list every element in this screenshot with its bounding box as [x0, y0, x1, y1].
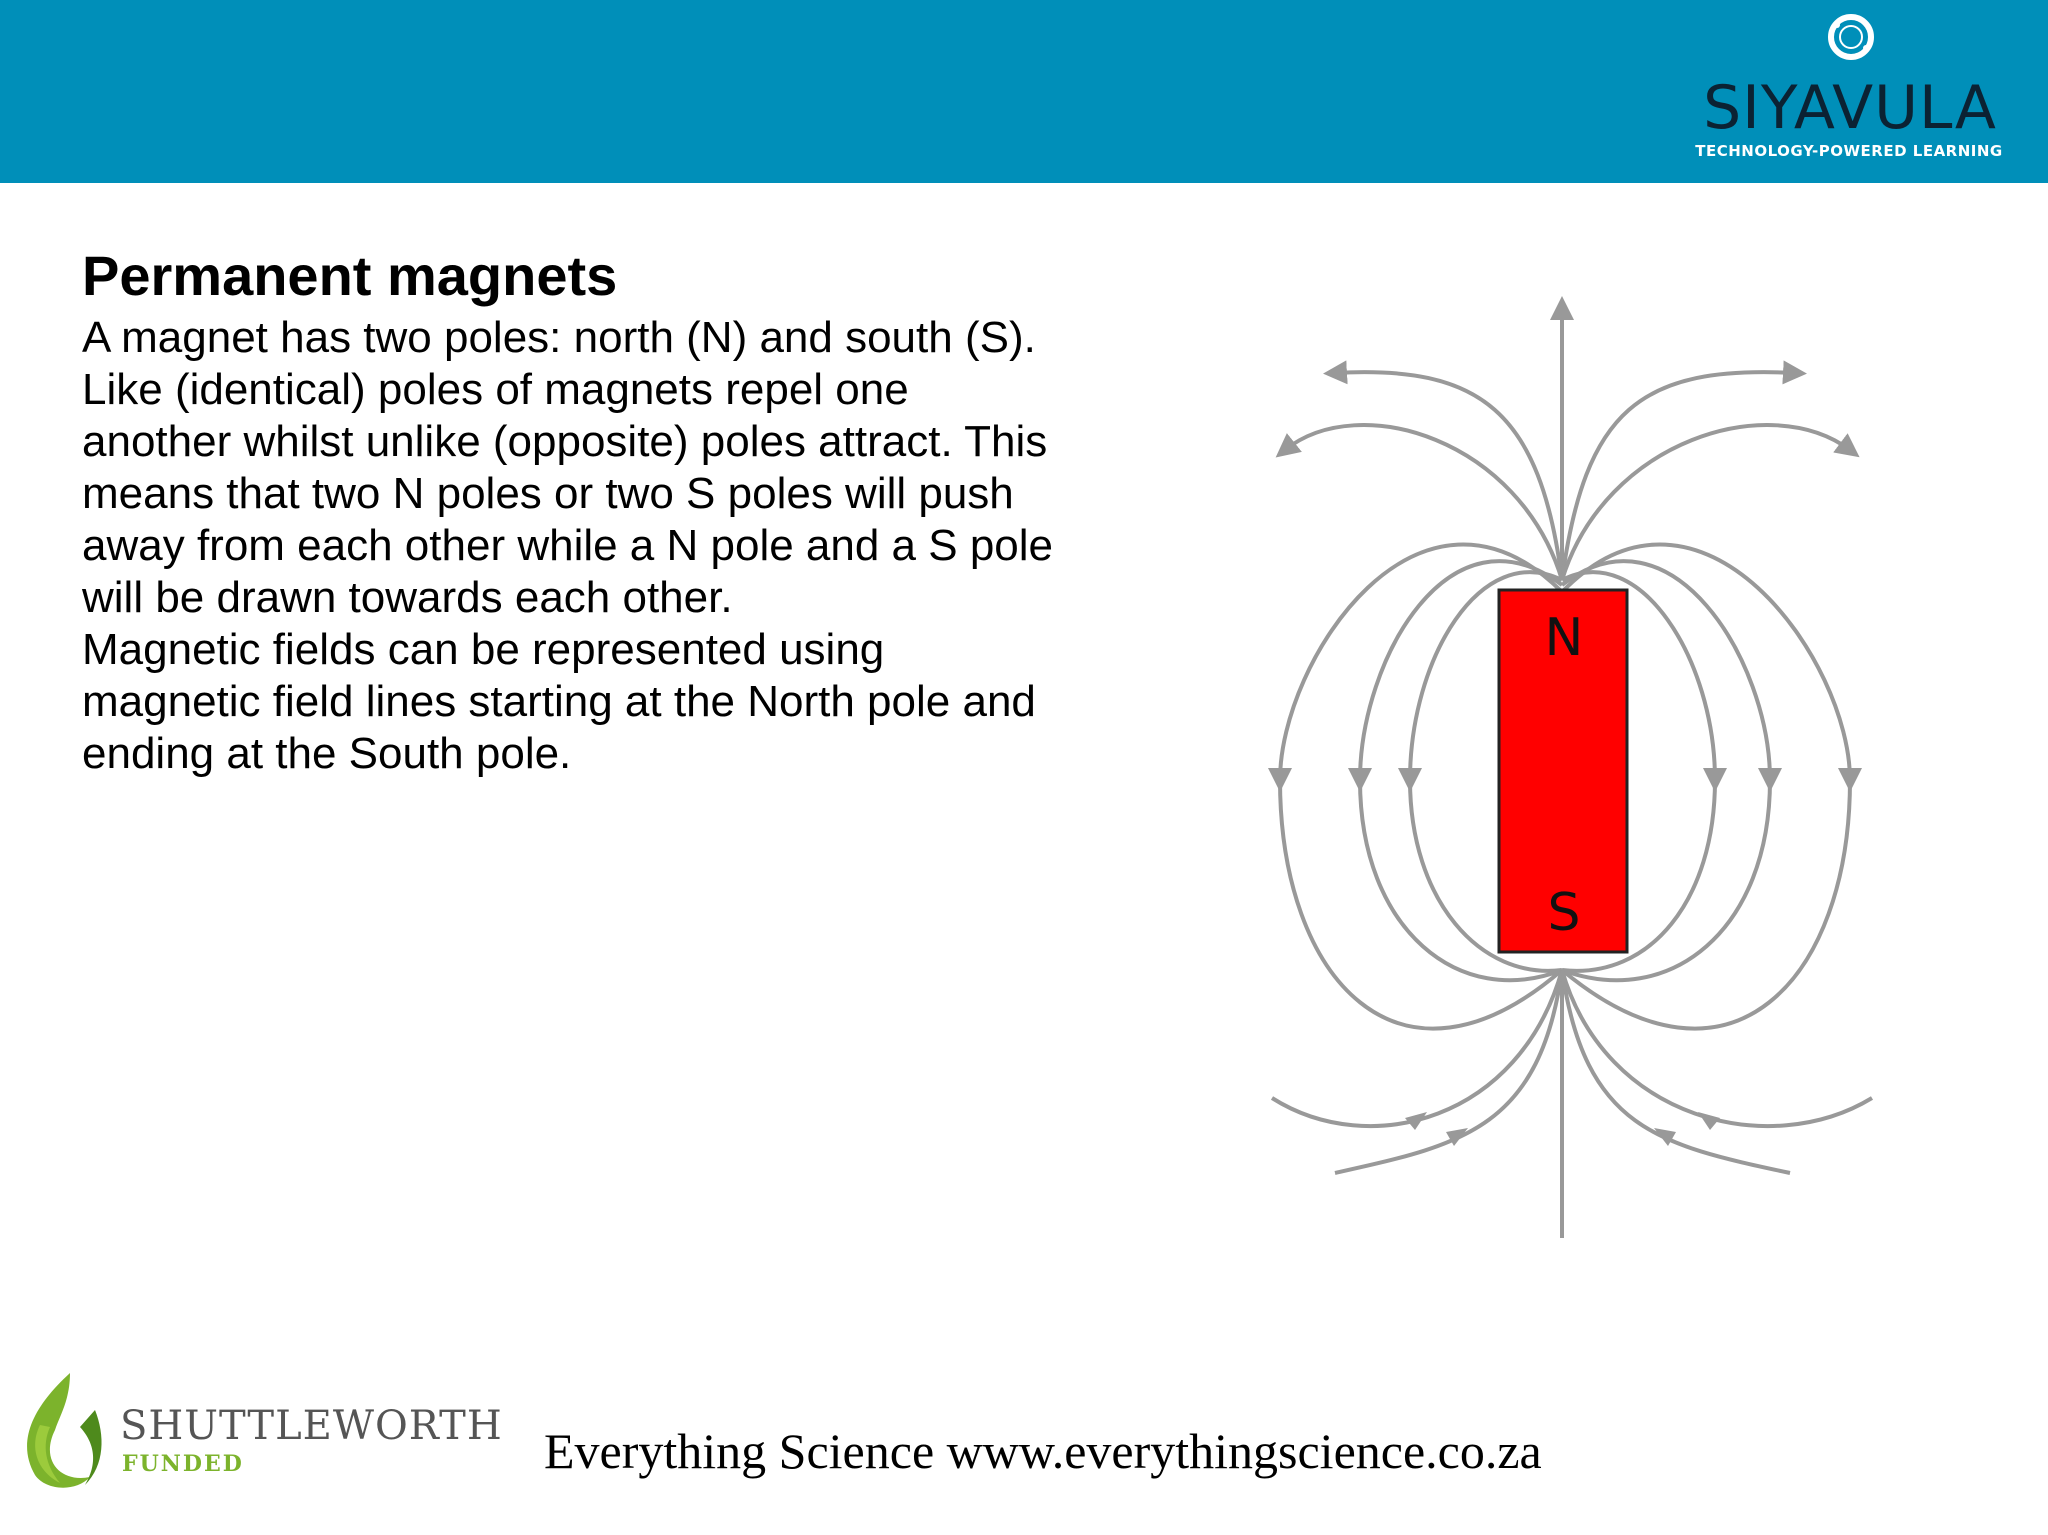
- siyavula-logo: SIYAVULA TECHNOLOGY-POWERED LEARNING: [1674, 8, 2024, 160]
- slide-title: Permanent magnets: [82, 244, 618, 307]
- arrow-far-down-left: [1405, 1112, 1427, 1130]
- brand-tagline: TECHNOLOGY-POWERED LEARNING: [1695, 142, 2003, 160]
- field-line-far-left: [1275, 423, 1564, 581]
- field-line-right-middle: [1560, 559, 1782, 983]
- arrow-far-down-right: [1698, 1112, 1720, 1130]
- field-line-right-outer: [1560, 542, 1862, 1031]
- brand-name: SIYAVULA: [1703, 73, 1997, 143]
- slide-body: A magnet has two poles: north (N) and so…: [82, 312, 1222, 780]
- field-line-left-inner: [1397, 570, 1563, 973]
- arrow-down-left: [1446, 1128, 1468, 1146]
- sponsor-funded: FUNDED: [122, 1451, 244, 1477]
- flame-leaf-icon: [27, 1373, 102, 1488]
- south-pole-label: S: [1547, 883, 1580, 943]
- field-line-up-left: [1323, 360, 1564, 581]
- field-line-down-left: [1334, 969, 1564, 1175]
- field-line-left-middle: [1348, 559, 1564, 983]
- siyavula-ring-icon: [1828, 14, 1874, 60]
- field-line-far-down-right: [1560, 969, 1874, 1128]
- north-pole-label: N: [1545, 608, 1584, 668]
- field-line-left-outer: [1268, 542, 1564, 1031]
- bar-magnet: [1497, 588, 1629, 954]
- magnetic-field-diagram: N S: [1268, 296, 1874, 1238]
- paragraph-field-lines: Magnetic fields can be represented using…: [82, 625, 1036, 778]
- field-line-right-inner: [1561, 570, 1727, 973]
- field-line-down-right: [1560, 969, 1791, 1175]
- paragraph-poles: A magnet has two poles: north (N) and so…: [82, 313, 1054, 622]
- field-line-up-right: [1560, 360, 1807, 581]
- footer-website-text: Everything Science www.everythingscience…: [544, 1423, 1542, 1479]
- shuttleworth-logo: SHUTTLEWORTH FUNDED: [10, 1365, 502, 1495]
- field-line-far-down-left: [1270, 969, 1564, 1128]
- field-line-far-right: [1560, 423, 1860, 581]
- header-bar: SIYAVULA TECHNOLOGY-POWERED LEARNING: [0, 0, 2048, 183]
- sponsor-name: SHUTTLEWORTH: [120, 1403, 503, 1449]
- arrow-down-right: [1654, 1128, 1676, 1146]
